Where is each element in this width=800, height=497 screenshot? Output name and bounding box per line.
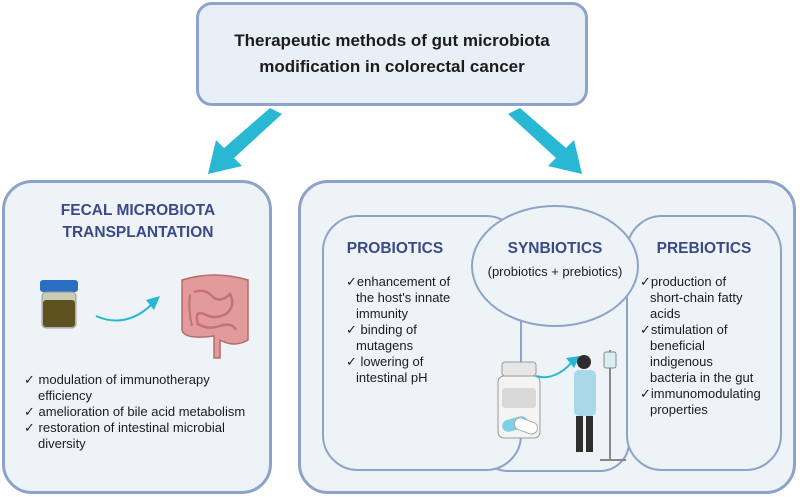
synbiotics-ellipse bbox=[471, 205, 639, 327]
list-item: acids bbox=[650, 306, 681, 321]
list-item: beneficial bbox=[650, 338, 705, 353]
synbiotics-heading: SYNBIOTICS bbox=[507, 240, 603, 257]
list-item: intestinal pH bbox=[356, 370, 428, 385]
list-item: ✓ restoration of intestinal microbial bbox=[24, 420, 225, 435]
title-line-1: Therapeutic methods of gut microbiota bbox=[234, 31, 550, 50]
probiotics-list: ✓enhancement of the host's innate immuni… bbox=[346, 274, 476, 386]
transfer-arrow-icon bbox=[535, 356, 580, 379]
list-item: mutagens bbox=[356, 338, 414, 353]
title-box: Therapeutic methods of gut microbiota mo… bbox=[196, 2, 588, 106]
fmt-heading-line-2: TRANSPLANTATION bbox=[62, 224, 214, 241]
list-item: ✓production of bbox=[640, 274, 727, 289]
fmt-heading: FECAL MICROBIOTA TRANSPLANTATION bbox=[20, 200, 256, 244]
fmt-heading-line-1: FECAL MICROBIOTA bbox=[60, 202, 216, 219]
left-arrow-icon bbox=[208, 108, 282, 174]
prebiotics-list: ✓production of short-chain fatty acids ✓… bbox=[640, 274, 780, 418]
intestine-icon bbox=[181, 274, 249, 359]
probiotics-heading: PROBIOTICS bbox=[346, 240, 444, 257]
list-item: ✓ modulation of immunotherapy bbox=[24, 372, 210, 387]
list-item: bacteria in the gut bbox=[650, 370, 754, 385]
list-item: ✓stimulation of bbox=[640, 322, 728, 337]
title-line-2: modification in colorectal cancer bbox=[259, 57, 525, 76]
pill-bottle-icon bbox=[497, 361, 541, 439]
list-item: ✓enhancement of bbox=[346, 274, 451, 289]
list-item: efficiency bbox=[38, 388, 92, 403]
list-item: ✓ lowering of bbox=[346, 354, 424, 369]
list-item: ✓immunomodulating bbox=[640, 386, 761, 401]
list-item: properties bbox=[650, 402, 708, 417]
prebiotics-panel bbox=[626, 215, 782, 471]
list-item: short-chain fatty bbox=[650, 290, 743, 305]
list-item: indigenous bbox=[650, 354, 713, 369]
specimen-jar-icon bbox=[40, 280, 78, 329]
fmt-benefits-list: ✓ modulation of immunotherapy efficiency… bbox=[24, 372, 270, 452]
list-item: ✓ binding of bbox=[346, 322, 417, 337]
list-item: immunity bbox=[356, 306, 409, 321]
list-item: diversity bbox=[38, 436, 86, 451]
synbiotics-subtitle: (probiotics + prebiotics) bbox=[487, 264, 623, 279]
list-item: ✓ amelioration of bile acid metabolism bbox=[24, 404, 246, 419]
transfer-arrow-icon bbox=[95, 296, 160, 322]
list-item: the host's innate bbox=[356, 290, 451, 305]
right-arrow-icon bbox=[508, 108, 582, 174]
patient-icon bbox=[574, 350, 626, 461]
prebiotics-heading: PREBIOTICS bbox=[656, 240, 752, 257]
